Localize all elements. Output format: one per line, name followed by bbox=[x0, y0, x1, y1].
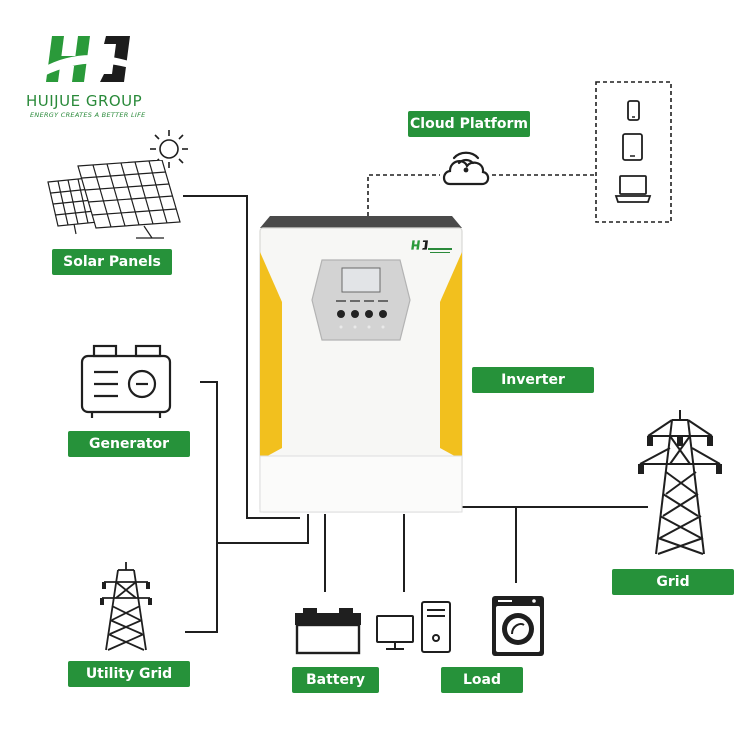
inverter-device bbox=[259, 216, 463, 513]
brand-name: HUIJUE GROUP bbox=[26, 92, 143, 110]
solar-panels-label: Solar Panels bbox=[52, 249, 172, 275]
generator-icon bbox=[80, 344, 172, 418]
phone-icon bbox=[627, 100, 640, 121]
battery-icon bbox=[295, 608, 361, 655]
laptop-icon bbox=[614, 175, 652, 203]
solar-panel-icon bbox=[47, 160, 181, 239]
utility-tower-icon bbox=[100, 562, 152, 651]
computer-icon bbox=[376, 601, 451, 653]
huijue-logo-icon bbox=[42, 36, 132, 82]
generator-label: Generator bbox=[68, 431, 190, 457]
washing-machine-icon bbox=[492, 596, 544, 656]
grid-label: Grid bbox=[612, 569, 734, 595]
load-label: Load bbox=[441, 667, 523, 693]
battery-label: Battery bbox=[292, 667, 379, 693]
utility-grid-label: Utility Grid bbox=[68, 661, 190, 687]
cloud-platform-label: Cloud Platform bbox=[408, 111, 530, 137]
devices-frame bbox=[595, 81, 672, 223]
inverter-label: Inverter bbox=[472, 367, 594, 393]
utility-wire bbox=[185, 543, 218, 633]
solar-wire bbox=[183, 195, 300, 519]
tablet-icon bbox=[622, 133, 643, 161]
grid-tower-icon bbox=[638, 410, 722, 555]
cloud-wifi-icon bbox=[442, 151, 490, 186]
brand-tagline: ENERGY CREATES A BETTER LIFE bbox=[30, 111, 146, 119]
cloud-inverter-link bbox=[367, 174, 440, 216]
